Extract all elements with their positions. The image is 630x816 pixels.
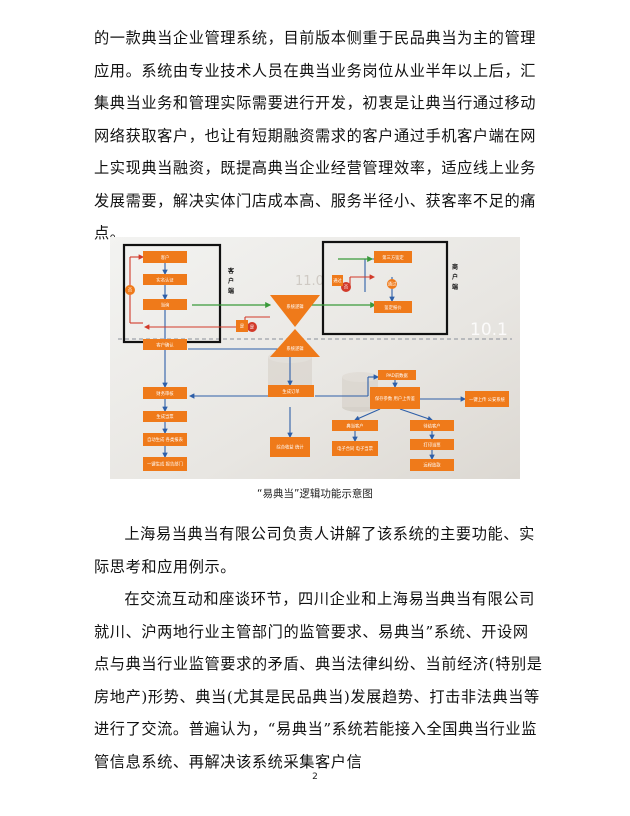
logic-diagram-figure: 11.0 10.1 客 户 端 商 户 端: [110, 237, 520, 479]
valuation-box: 鉴定报价: [384, 304, 402, 311]
remote-customer-box: 待结客户: [423, 423, 440, 430]
print-ticket-box: 打印当票: [423, 442, 441, 449]
remote-loan-box: 远程放款: [423, 462, 441, 469]
green-connectors: [192, 256, 377, 308]
yes-square-left-text: 是: [240, 324, 245, 330]
yes-marker-text: 是: [250, 325, 255, 331]
flow-triangle-1: [270, 295, 320, 327]
merchant-side-label-1: 商: [452, 263, 458, 271]
client-side-label-1: 客: [227, 267, 235, 275]
pass-square-text: 通过: [333, 277, 342, 284]
pawn-customer-box: 典当客户: [346, 423, 363, 430]
third-party-box: 第三方鉴定: [382, 254, 404, 261]
pass-square: [332, 275, 343, 286]
merchant-side-label-3: 端: [452, 283, 458, 291]
no-marker-left: [125, 285, 135, 295]
bg-number-2: 10.1: [470, 320, 508, 340]
customer-confirm-box: 客户确认: [156, 342, 174, 349]
connectors: [162, 258, 467, 461]
create-ticket-box: 生成当票: [156, 413, 174, 420]
realname-box: 实名认证: [156, 277, 174, 284]
yes-square-left: [236, 320, 248, 332]
page-number: 2: [312, 772, 318, 782]
logic-diagram: 11.0 10.1 客 户 端 商 户 端: [110, 237, 520, 479]
flow-logic-2: 系统逻辑: [286, 345, 304, 352]
auto-generate-box: 自动生成 各类报表: [147, 436, 183, 443]
auto-income-box: 综合收益 统计: [276, 444, 304, 451]
no-marker-right-text: 否: [344, 285, 349, 291]
one-key-report-box: 一键生成 报告部门: [147, 461, 183, 468]
pawn-box: 当询: [161, 302, 170, 309]
merchant-frame: [321, 240, 449, 336]
client-side-label-3: 端: [228, 287, 234, 295]
paragraph-discussion: 在交流互动和座谈环节，四川企业和上海易当典当有限公司就川、沪两地行业主管部门的监…: [94, 590, 543, 771]
user-box: 客户: [161, 254, 170, 261]
pass-marker-right-text: 通过: [388, 281, 397, 288]
generate-order-box: 生成订单: [282, 388, 300, 395]
no-marker-right: [341, 282, 351, 292]
merchant-side-label-2: 户: [452, 273, 458, 281]
no-marker-left-text: 否: [128, 288, 133, 294]
online-report-box: 一键上传 公安系统: [469, 396, 505, 403]
client-side-label-2: 户: [228, 277, 234, 285]
pass-marker-right: [387, 279, 397, 289]
yes-marker: [247, 322, 257, 332]
finance-review-box: 财务审核: [156, 390, 174, 397]
pad-data-box: PAD前数据: [386, 372, 408, 379]
flow-triangle-2: [270, 329, 320, 357]
paragraph-presentation: 上海易当典当有限公司负责人讲解了该系统的主要功能、实际思考和应用例示。: [94, 525, 535, 576]
bg-number-1: 11.0: [295, 274, 324, 289]
figure-caption: “易典当”逻辑功能示意图: [257, 488, 373, 500]
flow-logic-1: 系统逻辑: [286, 303, 304, 310]
boxes: [143, 251, 509, 471]
paragraph-intro: 的一款典当企业管理系统，目前版本侧重于民品典当为主的管理应用。系统由专业技术人员…: [94, 29, 537, 242]
contract-sign-box: 电子合同 电子当票: [337, 445, 373, 452]
store-offer-box: 保存参数 用户上传鉴: [375, 395, 416, 402]
